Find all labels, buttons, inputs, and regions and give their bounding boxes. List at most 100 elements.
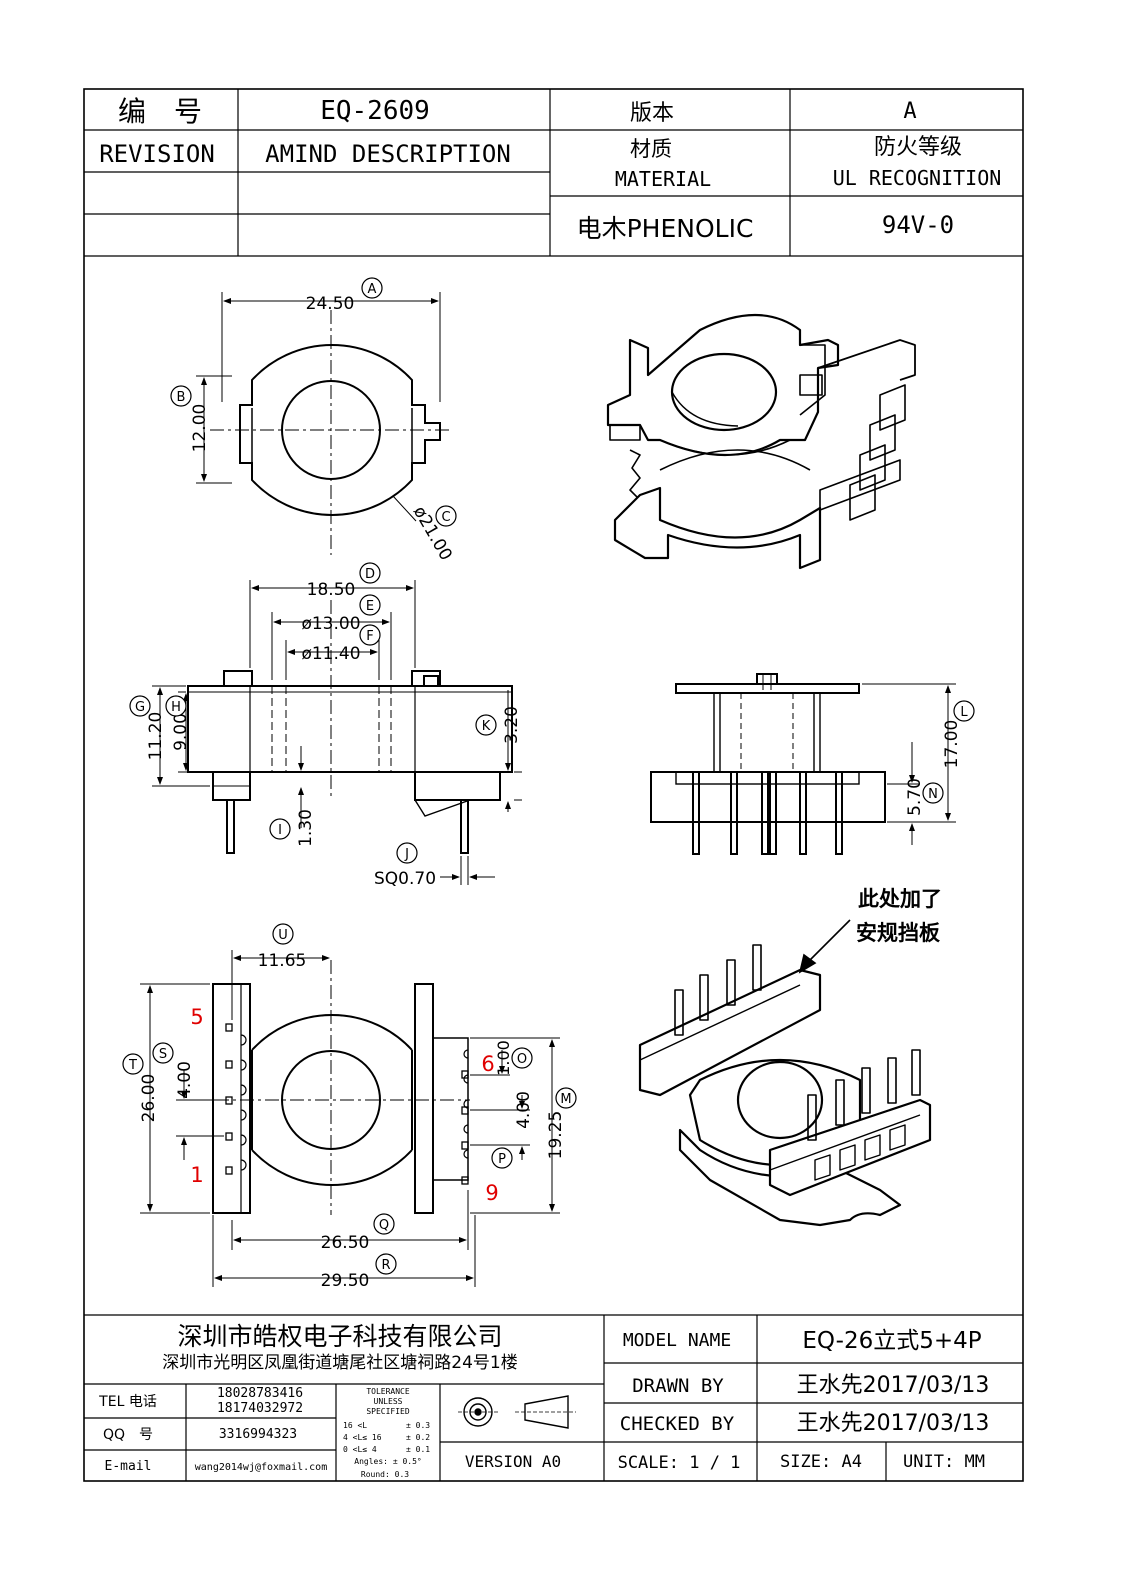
- front-view: [187, 670, 513, 854]
- balloon-R: R: [381, 1258, 390, 1273]
- amind-description-label: AMIND DESCRIPTION: [265, 140, 511, 168]
- dimension-balloons: [122, 277, 975, 1275]
- note-line-1: 此处加了: [858, 887, 942, 911]
- checked-by-label: CHECKED BY: [620, 1413, 735, 1435]
- dim-P-value: 4.00: [514, 1091, 534, 1129]
- balloon-K: K: [482, 719, 491, 734]
- version-label-footer: VERSION A0: [465, 1452, 561, 1471]
- drawn-by-label: DRAWN BY: [632, 1375, 724, 1397]
- balloon-I: I: [278, 823, 282, 838]
- dim-O-value: 1.00: [494, 1040, 513, 1076]
- bottom-title-block: [84, 1314, 1023, 1481]
- dim-M-value: 19.25: [546, 1111, 566, 1160]
- tolerance-row-3b: ± 0.1: [406, 1445, 430, 1454]
- number-value: EQ-2609: [320, 96, 430, 126]
- dim-I-value: 1.30: [296, 809, 316, 847]
- balloon-H: H: [171, 700, 181, 715]
- top-view-centerlines: [210, 310, 450, 555]
- dim-S-value: 4.00: [175, 1061, 195, 1099]
- dim-R-value: 29.50: [321, 1271, 370, 1291]
- note-line-2: 安规挡板: [856, 921, 941, 945]
- dim-F-value: ø11.40: [301, 644, 360, 664]
- pin-1-label: 1: [190, 1163, 203, 1187]
- balloon-L: L: [960, 705, 968, 720]
- dim-B-value: 12.00: [190, 404, 210, 453]
- version-value: A: [903, 99, 916, 124]
- tolerance-row-4: Angles: ± 0.5°: [354, 1457, 421, 1466]
- balloon-S: S: [159, 1047, 167, 1062]
- balloon-F: F: [366, 629, 373, 644]
- number-label: 编 号: [118, 95, 202, 128]
- company-address: 深圳市光明区凤凰街道塘尾社区塘祠路24号1楼: [162, 1353, 517, 1373]
- side-view-hidden-lines: [740, 693, 794, 772]
- balloon-A: A: [368, 282, 377, 297]
- dim-L-value: 17.00: [942, 720, 962, 769]
- balloon-N: N: [928, 787, 938, 802]
- balloon-O: O: [517, 1052, 527, 1067]
- pin-9-label: 9: [485, 1181, 498, 1205]
- scale-value: SCALE: 1 / 1: [618, 1453, 741, 1473]
- tel-number-1: 18028783416: [217, 1386, 303, 1401]
- dim-K-value: 3.20: [502, 706, 522, 744]
- balloon-Q: Q: [379, 1218, 389, 1233]
- fire-rating-label-en: UL RECOGNITION: [833, 166, 1002, 190]
- dim-A-value: 24.50: [306, 294, 355, 314]
- projection-symbol-icon: [458, 1395, 576, 1429]
- qq-label: QQ 号: [103, 1427, 153, 1443]
- email-value: wang2014wj@foxmail.com: [195, 1462, 327, 1473]
- dim-U-value: 11.65: [258, 951, 307, 971]
- tolerance-title-3: SPECIFIED: [366, 1407, 410, 1416]
- company-name: 深圳市皓权电子科技有限公司: [177, 1322, 502, 1351]
- top-title-block: [84, 89, 1023, 257]
- balloon-J: J: [404, 847, 409, 862]
- model-name-value: EQ-26立式5+4P: [802, 1328, 981, 1354]
- fire-rating-label-cn: 防火等级: [874, 135, 962, 160]
- balloon-D: D: [365, 567, 375, 582]
- checked-by-value: 王水先2017/03/13: [797, 1411, 990, 1436]
- side-view-dimensions: [862, 683, 956, 845]
- fire-rating-value: 94V-0: [882, 211, 954, 239]
- drawing-frame: [83, 88, 1024, 1482]
- revision-label: REVISION: [99, 140, 215, 168]
- balloon-M: M: [560, 1092, 571, 1107]
- balloon-G: G: [135, 700, 145, 715]
- dim-N-value: 5.70: [905, 778, 925, 816]
- front-view-hidden-lines: [271, 686, 392, 772]
- dim-D-value: 18.50: [307, 580, 356, 600]
- balloon-P: P: [498, 1152, 506, 1167]
- dim-G-value: 11.20: [146, 712, 166, 761]
- balloon-C: C: [441, 510, 450, 525]
- tolerance-row-2a: 4 <L≤ 16: [343, 1433, 382, 1442]
- tolerance-title-2: UNLESS: [374, 1397, 403, 1406]
- tolerance-row-5: Round: 0.3: [361, 1470, 409, 1479]
- email-label: E-mail: [105, 1459, 152, 1474]
- material-label-en: MATERIAL: [615, 167, 711, 191]
- material-label-cn: 材质: [630, 137, 672, 161]
- note-leader: [798, 919, 851, 974]
- tolerance-row-3a: 0 <L≤ 4: [343, 1445, 377, 1454]
- tolerance-row-1a: 16 <L: [343, 1421, 367, 1430]
- unit-value: UNIT: MM: [903, 1452, 985, 1472]
- balloon-B: B: [177, 390, 186, 405]
- dim-Q-value: 26.50: [321, 1233, 370, 1253]
- bottom-view-dimensions: [140, 950, 560, 1287]
- dim-E-value: ø13.00: [301, 614, 360, 634]
- tolerance-row-2b: ± 0.2: [406, 1433, 430, 1442]
- bottom-view-centerlines: [190, 960, 470, 1215]
- dim-J-value: SQ0.70: [374, 869, 436, 889]
- material-value: 电木PHENOLIC: [577, 214, 754, 243]
- tolerance-title-1: TOLERANCE: [366, 1387, 410, 1396]
- balloon-E: E: [366, 599, 374, 614]
- dimension-balloon-letters: A B C D E F G H I J K L M N O P Q R S T …: [128, 282, 968, 1273]
- pin-6-label: 6: [481, 1052, 494, 1076]
- tel-label: TEL 电话: [98, 1394, 157, 1410]
- tel-number-2: 18174032972: [217, 1401, 303, 1416]
- balloon-U: U: [278, 928, 288, 943]
- isometric-view-bottom: [638, 944, 932, 1227]
- top-view-dimensions: [196, 292, 441, 522]
- dim-H-value: 9.00: [171, 713, 191, 751]
- model-name-label: MODEL NAME: [623, 1330, 731, 1351]
- tolerance-row-1b: ± 0.3: [406, 1421, 430, 1430]
- version-label: 版本: [630, 101, 674, 126]
